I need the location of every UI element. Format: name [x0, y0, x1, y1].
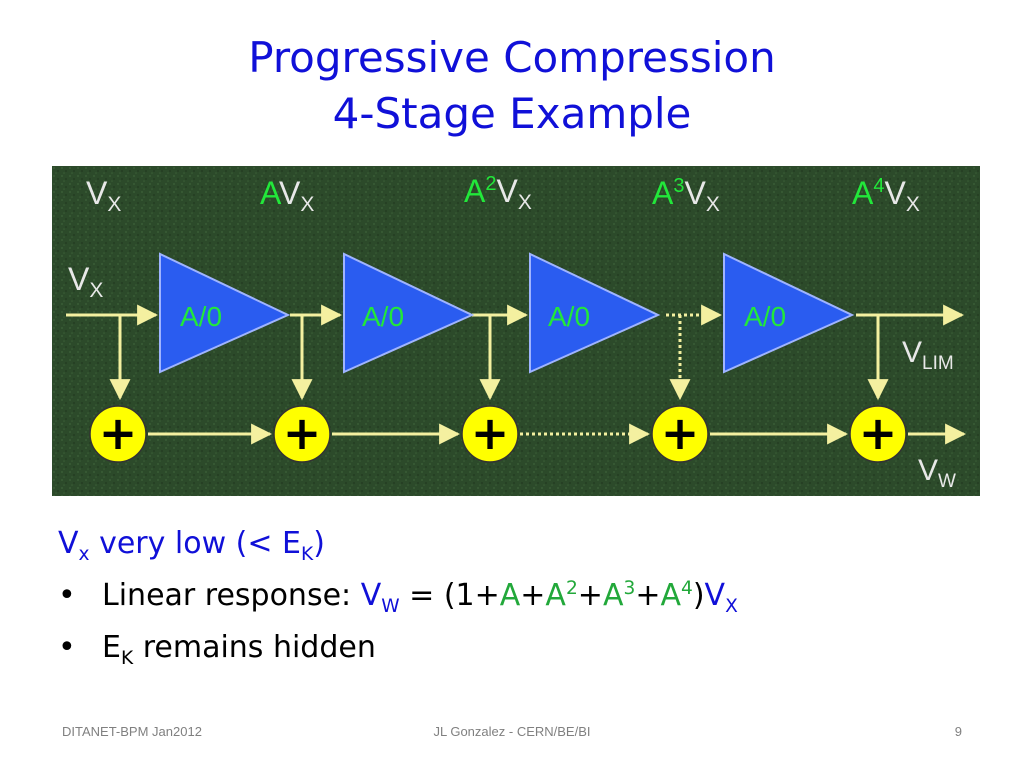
- a2-term: A: [545, 578, 566, 613]
- plus-2: +: [577, 578, 603, 613]
- ek-sub: K: [120, 648, 134, 669]
- condition-e-sub: K: [301, 544, 314, 565]
- slide-body: Vx very low (< EK) • Linear response: VW…: [58, 518, 958, 674]
- limited-output-sub: LIM: [922, 353, 954, 374]
- stage-2-var: V: [496, 173, 518, 209]
- summing-junction-0: +: [89, 405, 147, 463]
- slide-title: Progressive Compression 4-Stage Example: [0, 30, 1024, 142]
- stage-1-var: V: [279, 175, 301, 211]
- weighted-output-var: V: [918, 454, 938, 487]
- svg-text:A4VX: A4VX: [852, 175, 920, 216]
- summing-junction-4: +: [849, 405, 907, 463]
- a4-term: A: [660, 578, 681, 613]
- stage-0-var: V: [86, 175, 108, 211]
- stage-label-0: VX: [86, 175, 121, 216]
- vw-sub: W: [381, 596, 400, 617]
- svg-text:A3VX: A3VX: [652, 175, 720, 216]
- input-label-sub: X: [89, 279, 103, 302]
- amplifier-3-label: A/0: [548, 301, 590, 332]
- svg-text:AVX: AVX: [260, 175, 314, 216]
- title-line-2: 4-Stage Example: [332, 89, 692, 138]
- svg-text:A2VX: A2VX: [464, 173, 532, 214]
- title-line-1: Progressive Compression: [248, 33, 776, 82]
- bullet-dot: •: [58, 578, 76, 613]
- bullet-linear-response: • Linear response: VW = (1+A+A2+A3+A4)VX: [58, 570, 958, 622]
- condition-close: ): [313, 526, 325, 561]
- stage-label-3: A3VX: [652, 175, 720, 216]
- ek-var: E: [102, 630, 121, 665]
- input-label: VX: [68, 261, 103, 302]
- a2-exp: 2: [565, 578, 578, 599]
- stage-label-4: A4VX: [852, 175, 920, 216]
- stage-3-var: V: [684, 175, 706, 211]
- stage-0-sub: X: [107, 193, 121, 216]
- plus-3: +: [635, 578, 661, 613]
- stage-1-sub: X: [300, 193, 314, 216]
- bullet1-label: Linear response:: [102, 578, 361, 613]
- footer-left: DITANET-BPM Jan2012: [62, 724, 202, 739]
- condition-v-sub: x: [78, 544, 90, 565]
- stage-2-sub: X: [518, 191, 532, 214]
- summing-junction-1: +: [273, 405, 331, 463]
- footer-center: JL Gonzalez - CERN/BE/BI: [433, 724, 591, 739]
- plus-1: +: [520, 578, 546, 613]
- amplifier-3: A/0: [529, 252, 661, 374]
- amplifier-1: A/0: [159, 252, 291, 374]
- eq-open: = (1+: [399, 578, 500, 613]
- stage-4-sub: X: [906, 193, 920, 216]
- stage-2-gain: A: [464, 173, 486, 209]
- bullet-ek-hidden: • EK remains hidden: [58, 622, 958, 674]
- ek-text: remains hidden: [133, 630, 376, 665]
- sum-4-symbol: +: [859, 406, 898, 460]
- weighted-output-label: VW: [918, 454, 956, 492]
- sum-2-symbol: +: [471, 406, 510, 460]
- condition-v: V: [58, 526, 79, 561]
- stage-4-gain: A: [852, 175, 874, 211]
- sum-1-symbol: +: [283, 406, 322, 460]
- stage-1-gain: A: [260, 175, 282, 211]
- stage-4-var: V: [884, 175, 906, 211]
- stage-3-gain: A: [652, 175, 674, 211]
- stage-3-exp: 3: [673, 175, 684, 197]
- vw-var: V: [360, 578, 382, 613]
- diagram-canvas: VX AVX A2VX A3VX A4VX VX: [52, 166, 980, 496]
- stage-3-sub: X: [706, 193, 720, 216]
- summing-junction-3: +: [651, 405, 709, 463]
- input-label-var: V: [68, 261, 90, 297]
- vx-var: V: [704, 578, 726, 613]
- eq-close: ): [692, 578, 705, 613]
- limited-output-var: V: [902, 336, 922, 369]
- compression-diagram: VX AVX A2VX A3VX A4VX VX: [52, 166, 980, 496]
- amplifier-2-label: A/0: [362, 301, 404, 332]
- a4-exp: 4: [680, 578, 693, 599]
- summing-junction-2: +: [461, 405, 519, 463]
- sum-3-symbol: +: [661, 406, 700, 460]
- condition-text: very low (< E: [89, 526, 302, 561]
- condition-line: Vx very low (< EK): [58, 518, 958, 570]
- stage-4-exp: 4: [873, 175, 884, 197]
- amplifier-2: A/0: [343, 252, 475, 374]
- amplifier-4: A/0: [723, 252, 855, 374]
- amplifier-4-label: A/0: [744, 301, 786, 332]
- stage-label-1: AVX: [260, 175, 314, 216]
- limited-output-label: VLIM: [902, 336, 954, 374]
- a1-term: A: [499, 578, 521, 613]
- page-number: 9: [954, 724, 962, 739]
- stage-2-exp: 2: [485, 173, 496, 195]
- stage-label-2: A2VX: [464, 173, 532, 214]
- amplifier-1-label: A/0: [180, 301, 222, 332]
- bullet-dot: •: [58, 630, 76, 665]
- a3-term: A: [602, 578, 624, 613]
- a3-exp: 3: [623, 578, 636, 599]
- sum-0-symbol: +: [99, 406, 138, 460]
- svg-text:VX: VX: [86, 175, 121, 216]
- vx-sub: X: [725, 596, 738, 617]
- weighted-output-sub: W: [938, 471, 956, 492]
